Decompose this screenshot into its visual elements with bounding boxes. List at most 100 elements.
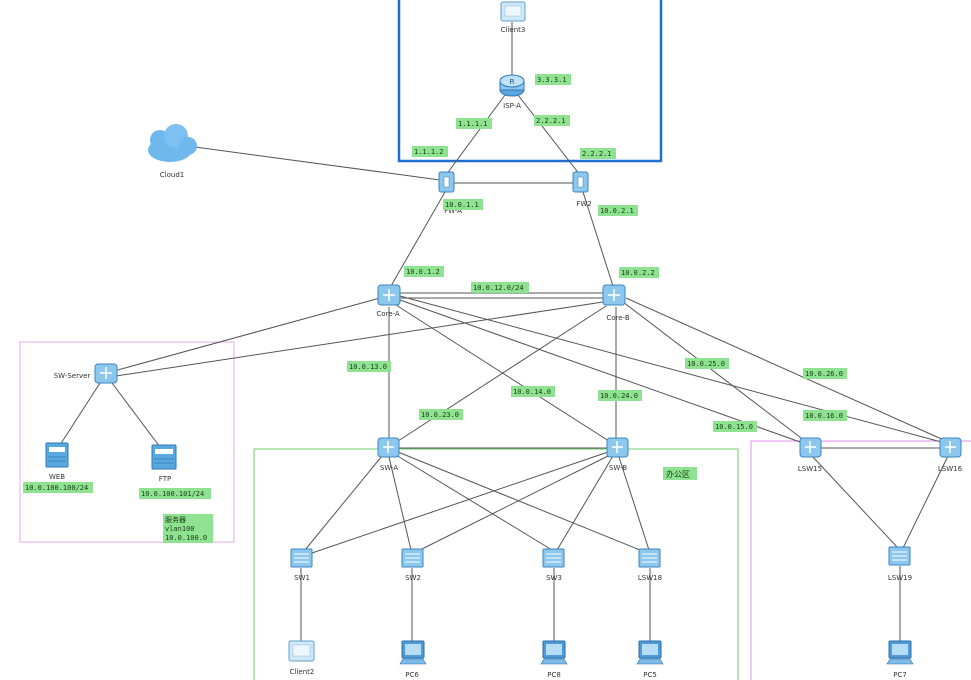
sw1-switch-icon[interactable] bbox=[290, 548, 313, 568]
sw-server-switch-icon[interactable] bbox=[94, 363, 118, 384]
tag-server-vlan: vlan100 bbox=[165, 525, 195, 533]
sw-a-switch-icon[interactable] bbox=[377, 437, 400, 458]
client2-label: Client2 bbox=[290, 668, 315, 676]
ftp-server-icon[interactable] bbox=[151, 444, 177, 470]
link-coreb-swserver bbox=[115, 301, 604, 377]
lsw15-label: LSW15 bbox=[798, 465, 822, 473]
cloud-icon[interactable] bbox=[148, 124, 197, 162]
pc8-label: PC8 bbox=[547, 671, 561, 679]
sw-a-label: SW-A bbox=[380, 464, 398, 472]
fw2-icon[interactable] bbox=[572, 171, 589, 193]
pc6-label: PC6 bbox=[405, 671, 419, 679]
pc6-icon[interactable] bbox=[399, 640, 427, 665]
sw-b-label: SW-B bbox=[609, 464, 627, 472]
tag-isp-top: 3.3.3.1 bbox=[537, 76, 567, 84]
link-lsw16-lsw19 bbox=[902, 455, 949, 549]
tag-server-net: 10.0.100.0 bbox=[165, 534, 207, 542]
pc8-icon[interactable] bbox=[540, 640, 568, 665]
client3-label: Client3 bbox=[501, 26, 526, 34]
tag-n25: 10.0.25.0 bbox=[687, 360, 725, 368]
link-fwa-corea bbox=[390, 191, 446, 287]
office-zone-label: 办公区 bbox=[666, 469, 690, 479]
lsw16-switch-icon[interactable] bbox=[939, 437, 962, 458]
link-swb-lsw18 bbox=[618, 456, 650, 551]
link-corea-lsw16 bbox=[399, 295, 946, 444]
tag-fwa-up: 1.1.1.2 bbox=[414, 148, 444, 156]
link-coreb-lsw16 bbox=[625, 297, 947, 442]
sw2-switch-icon[interactable] bbox=[401, 548, 424, 568]
sw1-label: SW1 bbox=[294, 574, 310, 582]
link-swb-sw3 bbox=[556, 455, 614, 551]
sw-b-switch-icon[interactable] bbox=[606, 437, 629, 458]
office-zone bbox=[253, 448, 739, 680]
link-swa-sw2 bbox=[388, 456, 412, 551]
link-fw2-coreb bbox=[582, 191, 614, 287]
tag-n14: 10.0.14.0 bbox=[513, 388, 551, 396]
tag-fw2-down: 10.0.2.1 bbox=[600, 207, 634, 215]
client2-icon[interactable] bbox=[288, 640, 315, 662]
link-isp-fwa bbox=[445, 94, 506, 176]
fw-a-icon[interactable] bbox=[438, 171, 455, 193]
tag-n26: 10.0.26.0 bbox=[805, 370, 843, 378]
pc5-label: PC5 bbox=[643, 671, 657, 679]
isp-a-label: ISP-A bbox=[503, 102, 521, 110]
fw2-label: FW2 bbox=[576, 200, 591, 208]
lsw-zone bbox=[750, 440, 971, 680]
core-b-switch-icon[interactable] bbox=[602, 284, 626, 306]
sw2-label: SW2 bbox=[405, 574, 421, 582]
lsw19-switch-icon[interactable] bbox=[888, 546, 911, 566]
pc7-label: PC7 bbox=[893, 671, 907, 679]
sw-server-label: SW-Server bbox=[54, 372, 91, 380]
tag-n13: 10.0.13.0 bbox=[349, 363, 387, 371]
tag-server-title: 服务器 bbox=[165, 515, 186, 524]
sw3-switch-icon[interactable] bbox=[542, 548, 565, 568]
server-zone bbox=[19, 341, 235, 543]
tag-ftp-ip: 10.0.100.101/24 bbox=[141, 490, 204, 498]
ip-tags: 3.3.3.1 1.1.1.1 2.2.2.1 1.1.1.2 2.2.2.1 … bbox=[23, 74, 847, 543]
tag-n24: 10.0.24.0 bbox=[600, 392, 638, 400]
link-swserver-web bbox=[59, 382, 101, 446]
link-swa-lsw18 bbox=[397, 451, 646, 553]
client3-icon[interactable] bbox=[500, 1, 526, 22]
tag-fw2-up: 2.2.2.1 bbox=[582, 150, 612, 158]
tag-n15: 10.0.15.0 bbox=[715, 423, 753, 431]
links bbox=[59, 22, 949, 641]
link-coreb-swa bbox=[394, 305, 607, 444]
lsw19-label: LSW19 bbox=[888, 574, 912, 582]
link-swa-sw3 bbox=[395, 454, 553, 551]
link-coreb-lsw15 bbox=[622, 301, 806, 442]
core-a-switch-icon[interactable] bbox=[377, 284, 401, 306]
isp-router-icon[interactable]: R bbox=[499, 74, 525, 97]
web-label: WEB bbox=[49, 473, 65, 481]
tag-n16: 10.0.16.0 bbox=[805, 412, 843, 420]
tag-coreb-up: 10.0.2.2 bbox=[621, 269, 655, 277]
isp-zone bbox=[397, 0, 663, 163]
svg-text:R: R bbox=[510, 78, 515, 86]
link-corea-lsw15 bbox=[399, 299, 804, 444]
link-corea-swserver bbox=[113, 297, 381, 372]
link-swb-sw1 bbox=[311, 451, 609, 554]
cloud1-label: Cloud1 bbox=[160, 171, 184, 179]
tag-n23: 10.0.23.0 bbox=[421, 411, 459, 419]
web-server-icon[interactable] bbox=[45, 442, 69, 468]
link-isp-fw2 bbox=[517, 94, 581, 176]
link-cloud-fwa bbox=[194, 146, 441, 181]
lsw15-switch-icon[interactable] bbox=[799, 437, 822, 458]
link-corea-swb bbox=[395, 304, 613, 444]
link-swb-sw2 bbox=[415, 454, 611, 553]
sw3-label: SW3 bbox=[546, 574, 562, 582]
tag-isp-left: 1.1.1.1 bbox=[458, 120, 488, 128]
lsw16-label: LSW16 bbox=[938, 465, 963, 473]
lsw18-switch-icon[interactable] bbox=[638, 548, 661, 568]
link-swa-sw1 bbox=[304, 455, 383, 551]
pc5-icon[interactable] bbox=[636, 640, 664, 665]
pc7-icon[interactable] bbox=[886, 640, 914, 665]
tag-corea-up: 10.0.1.2 bbox=[406, 268, 440, 276]
core-b-label: Core-B bbox=[606, 314, 629, 322]
link-lsw15-lsw19 bbox=[811, 455, 899, 549]
lsw18-label: LSW18 bbox=[638, 574, 662, 582]
tag-web-ip: 10.0.100.100/24 bbox=[25, 484, 88, 492]
link-swserver-ftp bbox=[111, 382, 161, 448]
tag-core-link: 10.0.12.0/24 bbox=[473, 284, 524, 292]
